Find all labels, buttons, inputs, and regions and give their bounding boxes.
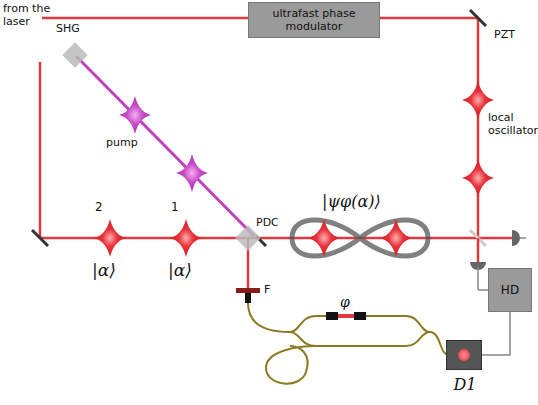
state-label: |α⟩ (92, 260, 116, 280)
pulse-number: 1 (171, 200, 179, 214)
box-text: ultrafast phase modulator (249, 7, 379, 33)
detector-light (458, 349, 470, 361)
filter (236, 288, 260, 293)
state-label: |ψφ(α)⟩ (322, 192, 381, 211)
mirror (32, 10, 486, 246)
pump-beam (76, 56, 254, 236)
single-photon-detector: D1 (446, 340, 482, 370)
laser-beam (40, 18, 512, 296)
crystal-label: SHG (56, 22, 80, 35)
box-text: HD (501, 283, 519, 297)
light-pulse (94, 81, 494, 257)
beam-label: pump (106, 136, 138, 149)
phase-element (354, 312, 366, 320)
photodiode (512, 230, 520, 246)
filter-label: F (264, 283, 270, 296)
shg-crystal (62, 42, 87, 67)
mirror-label: PZT (494, 28, 515, 41)
pulse-number: 2 (95, 200, 103, 214)
state-label: |α⟩ (168, 260, 192, 280)
homodyne-detector: HD (488, 268, 532, 312)
fiber-coupler (245, 293, 251, 303)
phase-label: φ (340, 294, 350, 310)
pdc-crystal (235, 225, 260, 250)
entangled-state-outline (292, 220, 428, 256)
phase-element (338, 314, 354, 318)
phase-element (326, 312, 338, 320)
fiber-interferometer (248, 303, 446, 384)
source-label: from the laser (3, 3, 61, 28)
detector-label: D1 (453, 375, 476, 394)
signal-wire (482, 312, 510, 355)
modulator-box: ultrafast phase modulator (248, 2, 380, 38)
beam-label: local oscillator (488, 112, 536, 137)
crystal-label: PDC (256, 216, 279, 229)
